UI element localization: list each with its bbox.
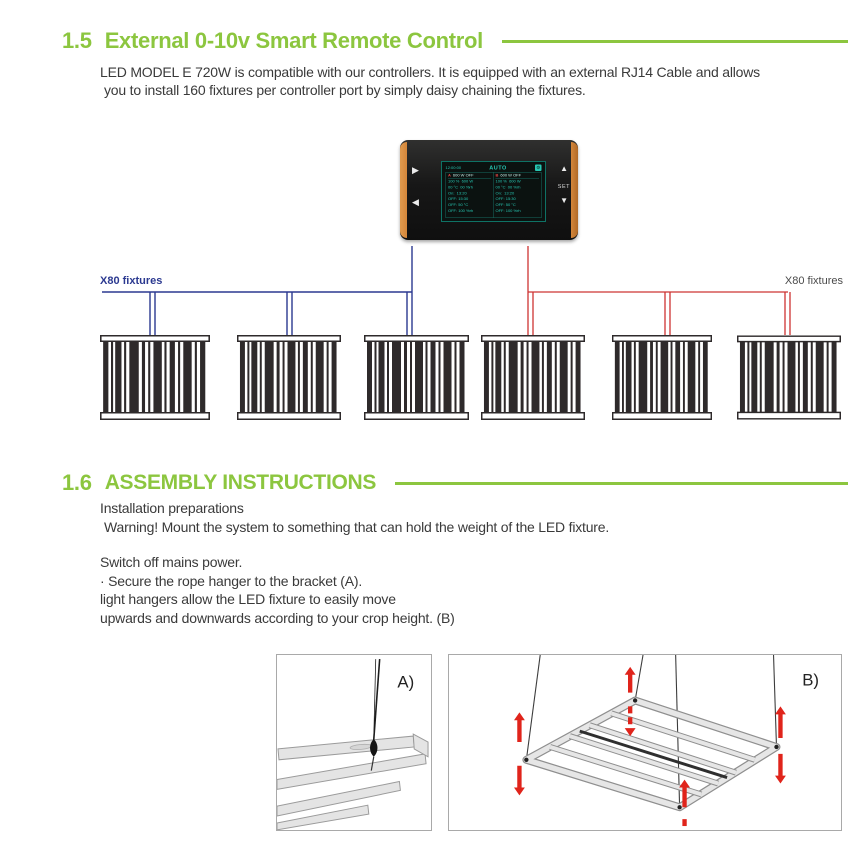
controller-down-arrow-button: ▼ [560, 196, 568, 205]
screen-time: 12:00:00 [445, 165, 462, 171]
controller-set-button: SET [557, 184, 570, 190]
section-1-6-heading: 1.6 ASSEMBLY INSTRUCTIONS [62, 470, 848, 496]
heading-rule [501, 39, 848, 43]
controller-orange-edge-right [571, 142, 578, 238]
controller-left-arrow-button: ◀ [412, 197, 419, 207]
remote-controller-device: ▶ ◀ ▲ SET ▼ 12:00:00 AUTO ⚙ A 600 W OFF [400, 140, 578, 240]
led-fixture-6 [737, 335, 841, 420]
figure-a-label: A) [397, 673, 414, 692]
channel-a-line: On: 13:20 [448, 190, 467, 196]
daisy-chain-wiring [102, 246, 791, 335]
heading-rule [395, 481, 848, 485]
channel-a-status: 600 W OFF [452, 173, 474, 178]
channel-b-line: On: 13:20 [495, 190, 515, 196]
controller-orange-edge-left [400, 142, 407, 238]
figure-b-illustration: B) [513, 654, 819, 830]
section-number: 1.6 [62, 470, 92, 495]
assembly-p2-line3: light hangers allow the LED fixture to e… [100, 591, 396, 607]
figure-a-box: A) [276, 654, 432, 831]
led-fixture-3 [364, 335, 469, 420]
assembly-p1-line1: Installation preparations [100, 500, 244, 516]
figure-b-label: B) [802, 671, 819, 690]
controller-right-arrow-button: ▶ [412, 165, 419, 175]
led-fixture-5 [612, 335, 712, 420]
screen-channel-a: A 600 W OFF 100 % 600 W 00 °C 00 %rh On:… [446, 172, 494, 218]
channel-b-line: 00 °C 00 %rh [495, 184, 521, 190]
assembly-paragraph-2: Switch off mains power. · Secure the rop… [100, 553, 455, 627]
channel-b-line: OFF: 15:30 [495, 196, 516, 202]
channel-a-line: 00 °C 00 %rh [448, 184, 473, 190]
section-title: External 0-10v Smart Remote Control [104, 28, 484, 53]
led-fixture-1 [100, 335, 210, 420]
assembly-p1-line2: Warning! Mount the system to something t… [104, 518, 610, 535]
channel-b-line: 100 % 600 W [495, 179, 521, 184]
blue-wire-run [102, 246, 413, 335]
channel-a-id: A [448, 173, 451, 178]
section-number: 1.5 [62, 28, 92, 53]
assembly-p2-line1: Switch off mains power. [100, 554, 243, 570]
light-rail-bars [276, 733, 429, 831]
fixture-frame [522, 696, 781, 812]
channel-a-line: OFF: 50 °C [448, 202, 469, 208]
screen-mode-auto: AUTO [489, 164, 507, 171]
controller-screen: 12:00:00 AUTO ⚙ A 600 W OFF 100 % 600 W … [441, 161, 546, 222]
figure-b-box: B) [448, 654, 842, 831]
channel-b-status: 600 W OFF [500, 173, 522, 178]
x80-fixtures-label-left: X80 fixtures [100, 275, 163, 287]
section-title: ASSEMBLY INSTRUCTIONS [104, 471, 377, 494]
red-wire-run [527, 246, 791, 335]
screen-channel-b: B 600 W OFF 100 % 600 W 00 °C 00 %rh On:… [494, 173, 542, 218]
channel-b-line: OFF: 100 %rh [495, 208, 521, 213]
channel-a-line: 100 % 600 W [448, 179, 474, 184]
section-1-5-heading: 1.5 External 0-10v Smart Remote Control [62, 28, 848, 54]
channel-a-line: OFF: 100 %rh [448, 208, 474, 213]
assembly-paragraph-1: Installation preparations Warning! Mount… [100, 499, 609, 536]
x80-fixtures-label-right: X80 fixtures [784, 275, 843, 287]
channel-b-line: OFF: 50 °C [495, 202, 516, 208]
direction-arrows [513, 666, 786, 830]
intro-paragraph-line2: you to install 160 fixtures per controll… [104, 82, 586, 98]
led-fixture-2 [237, 335, 341, 420]
rope-hanger [370, 659, 381, 771]
controller-up-arrow-button: ▲ [560, 164, 568, 173]
led-fixture-4 [481, 335, 585, 420]
gear-icon: ⚙ [534, 164, 542, 171]
assembly-p2-line2: · Secure the rope hanger to the bracket … [100, 572, 363, 589]
intro-paragraph-line1: LED MODEL E 720W is compatible with our … [100, 64, 760, 80]
channel-b-id: B [495, 173, 499, 178]
figure-a-illustration: A) [276, 659, 429, 831]
hanging-wires [525, 654, 778, 808]
channel-a-line: OFF: 15:30 [448, 196, 469, 202]
assembly-p2-line4: upwards and downwards according to your … [100, 609, 455, 626]
